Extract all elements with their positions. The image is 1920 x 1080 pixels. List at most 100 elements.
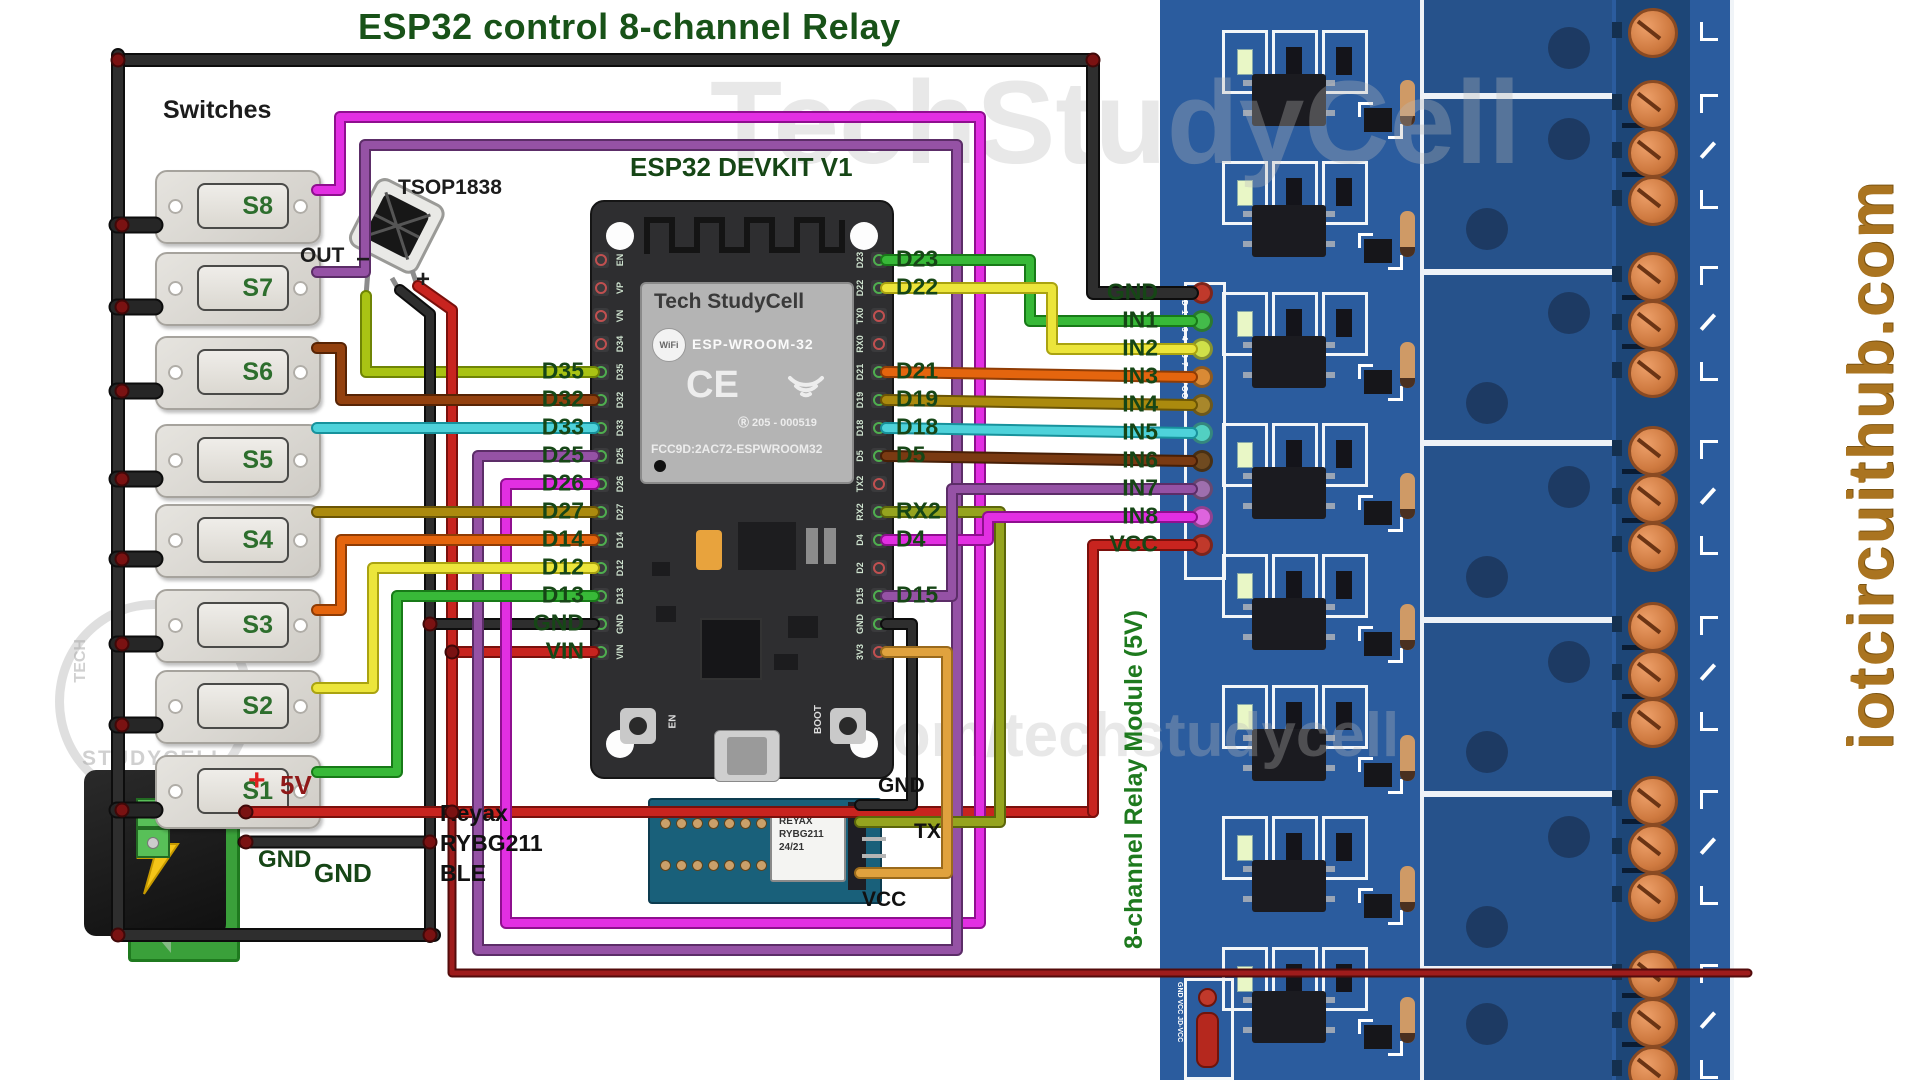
wifi-icon: WiFi (652, 328, 686, 362)
switch-s6: S6 (155, 336, 321, 410)
header-pad-in3 (1191, 366, 1213, 388)
terminal-tick (1612, 712, 1622, 728)
transistor (1364, 108, 1392, 132)
chip-pin (1326, 473, 1335, 479)
switch-s2: S2 (155, 670, 321, 744)
ble-chip: REYAX RYBG211 24/21 (770, 808, 846, 882)
terminal-tick (1612, 790, 1622, 806)
contact-symbol-com (1699, 487, 1716, 505)
jumper-box (1184, 978, 1234, 1080)
switch-s5: S5 (155, 424, 321, 498)
smd-part (788, 616, 818, 638)
right-pin-d22 (871, 280, 887, 296)
psu-plus-label: + (248, 764, 266, 797)
terminal-tick (1612, 964, 1622, 980)
en-button (620, 708, 656, 744)
chip-pin (1243, 1027, 1252, 1033)
relay-separator (1424, 269, 1612, 275)
relay-header-label-in1: IN1 (1122, 306, 1158, 333)
chip-pin (1326, 765, 1335, 771)
led-icon (1237, 966, 1253, 992)
relay-header-label-vcc: VCC (1109, 530, 1158, 557)
resistor-band (1400, 1033, 1415, 1043)
ble-header-hole (692, 860, 703, 871)
ble-header-hole (724, 860, 735, 871)
resistor (1400, 473, 1415, 519)
pin-name-vn: VN (615, 309, 625, 323)
header-pad-vcc (1191, 534, 1213, 556)
pin-name-tx2: TX2 (855, 475, 865, 493)
ble-header-hole (724, 818, 735, 829)
contact-symbol-no (1700, 94, 1718, 113)
terminal-screw (1628, 698, 1678, 748)
terminal-screw (1628, 824, 1678, 874)
shield-brand: Tech StudyCell (654, 290, 805, 313)
resistor-band (1400, 509, 1415, 519)
chip-pin (1243, 735, 1252, 741)
chip-pin (1243, 634, 1252, 640)
pin-label-rx2: RX2 (896, 497, 941, 524)
pin-label-d22: D22 (896, 273, 939, 300)
pin-name-d35: D35 (615, 363, 625, 381)
contact-symbol-com (1699, 1011, 1716, 1029)
relay-separator (1424, 791, 1612, 797)
shield-reg-number: Ⓡ 205 - 000519 (738, 417, 817, 429)
switch-hole (168, 453, 183, 468)
transistor (1364, 239, 1392, 263)
resistor-band (1400, 247, 1415, 257)
ble-label-line1: Reyax (440, 800, 508, 826)
smd-part (656, 606, 676, 622)
switch-s3: S3 (155, 589, 321, 663)
transistor-bracket (1388, 386, 1403, 401)
terminal-screw (1628, 252, 1678, 302)
switch-hole (168, 699, 183, 714)
psu-terminal-gnd (136, 828, 170, 858)
psu-gnd-label: GND (258, 846, 312, 873)
en-button-label: EN (667, 714, 679, 729)
relay-led-box (1322, 554, 1368, 618)
terminal-screw (1628, 950, 1678, 1000)
pin-name-gnd: GND (615, 614, 625, 634)
transistor (1364, 501, 1392, 525)
contact-symbol-com (1699, 837, 1716, 855)
pin-label-d33: D33 (541, 413, 584, 440)
relay-dot (1466, 381, 1508, 424)
chip-pin (1326, 866, 1335, 872)
pin-label-d4: D4 (896, 525, 926, 552)
right-pin-d15 (871, 588, 887, 604)
terminal-screw (1628, 300, 1678, 350)
switch-hole (293, 618, 308, 633)
diode (1336, 309, 1352, 337)
right-pin-d4 (871, 532, 887, 548)
left-pin-d12 (593, 560, 609, 576)
terminal-tick (1612, 362, 1622, 378)
left-pin-gnd (593, 616, 609, 632)
right-pin-rx0 (871, 336, 887, 352)
wifi-arcs-icon (788, 376, 824, 398)
terminal-tick (1612, 266, 1622, 282)
chip-pin (1326, 110, 1335, 116)
terminal-tick (1612, 488, 1622, 504)
switch-s8: S8 (155, 170, 321, 244)
transistor-bracket (1358, 233, 1373, 248)
resistor-band (1400, 902, 1415, 912)
ble-header-hole (660, 818, 671, 829)
relay-led-box (1322, 685, 1368, 749)
pin-label-d13: D13 (541, 581, 584, 608)
pin-label-d35: D35 (541, 357, 584, 384)
ic-chip (738, 522, 796, 570)
junction-dot (114, 471, 130, 487)
shield-dot (654, 460, 666, 472)
terminal-screw (1628, 872, 1678, 922)
ble-chip-line: 24/21 (779, 842, 805, 853)
ble-header-hole (676, 818, 687, 829)
resistor-band (1400, 640, 1415, 650)
header-pad-in2 (1191, 338, 1213, 360)
terminal-screw (1628, 602, 1678, 652)
contact-symbol-nc (1700, 362, 1718, 381)
terminal-tick (1612, 190, 1622, 206)
right-pin-tx0 (871, 308, 887, 324)
boot-button-label: BOOT (812, 705, 824, 734)
ble-header-hole (740, 860, 751, 871)
relay-dot (1466, 1003, 1508, 1045)
